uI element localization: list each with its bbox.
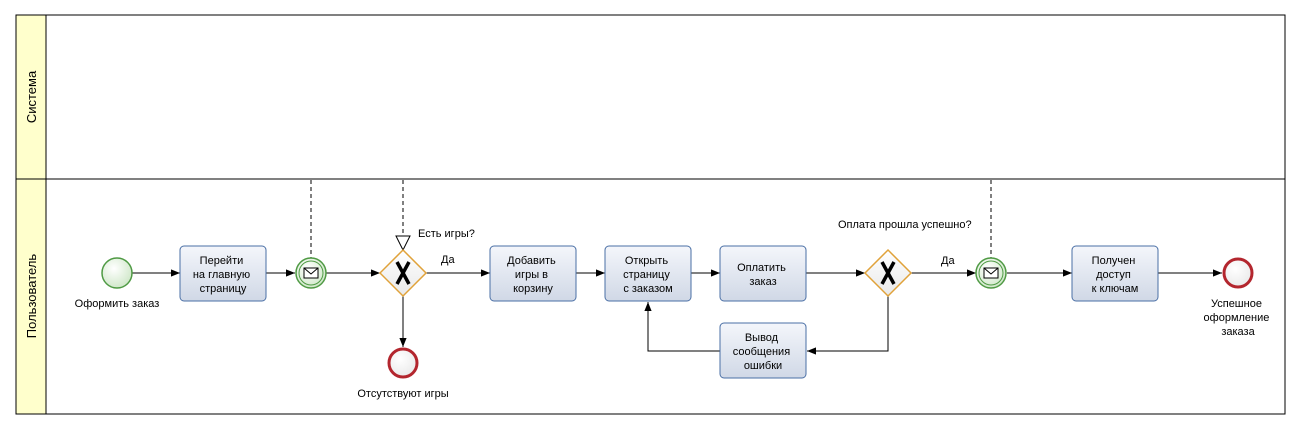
- task-line: корзину: [513, 283, 553, 295]
- task-open-order[interactable]: Открыть страницу с заказом: [604, 245, 692, 302]
- gateway-payment[interactable]: Оплата прошла успешно? Да: [838, 219, 972, 298]
- end-event-success[interactable]: Успешное оформление заказа: [1204, 257, 1273, 338]
- associations: [310, 180, 992, 258]
- lane-label-system: Система: [24, 70, 39, 123]
- svg-text:Вывод сообщения ош: Вывод сообщения ошибки: [733, 332, 793, 372]
- start-event[interactable]: Оформить заказ: [75, 257, 160, 310]
- task-line: Добавить: [507, 255, 556, 267]
- svg-text:Оплатить заказ: Оплатить заказ: [737, 262, 789, 288]
- end-event-success-line: заказа: [1221, 326, 1255, 338]
- task-line: на главную: [193, 269, 250, 281]
- task-error[interactable]: Вывод сообщения ошибки: [719, 322, 807, 379]
- exclusive-x-icon: [395, 261, 411, 285]
- task-line: к ключам: [1092, 283, 1139, 295]
- svg-text:Добавить игры в ко: Добавить игры в корзину: [507, 255, 559, 295]
- task-line: с заказом: [623, 283, 672, 295]
- task-line: ошибки: [744, 360, 782, 372]
- start-event-label: Оформить заказ: [75, 298, 160, 310]
- gateway-games-question: Есть игры?: [418, 228, 475, 240]
- end-event-success-line: оформление: [1204, 312, 1270, 324]
- end-event-no-games[interactable]: Отсутствуют игры: [357, 347, 449, 400]
- task-line: сообщения: [733, 346, 790, 358]
- svg-text:Открыть страницу с: Открыть страницу с заказом: [623, 255, 673, 295]
- annotation-pointer-icon: [395, 235, 411, 252]
- task-access[interactable]: Получен доступ к ключам: [1071, 245, 1159, 302]
- end-event-no-games-label: Отсутствуют игры: [357, 388, 448, 400]
- task-line: игры в: [515, 269, 548, 281]
- lane-label-user: Пользователь: [24, 254, 39, 339]
- task-add-cart[interactable]: Добавить игры в корзину: [489, 245, 577, 302]
- svg-text:Успешное оформление: Успешное оформление заказа: [1204, 298, 1273, 338]
- end-event-success-line: Успешное: [1211, 298, 1262, 310]
- task-line: заказ: [749, 276, 776, 288]
- pool: Система Пользователь: [15, 14, 1286, 415]
- message-event-2[interactable]: [975, 257, 1007, 289]
- envelope-icon: [303, 267, 319, 279]
- task-line: страницу: [200, 283, 247, 295]
- envelope-icon: [983, 267, 999, 279]
- task-go-main[interactable]: Перейти на главную страницу: [179, 245, 267, 302]
- gateway-games-yes: Да: [441, 254, 455, 266]
- gateway-games[interactable]: Есть игры? Да: [378, 228, 475, 298]
- lane-header-user: [15, 178, 47, 415]
- task-pay[interactable]: Оплатить заказ: [719, 245, 807, 302]
- task-line: Оплатить: [737, 262, 786, 274]
- task-line: Получен: [1092, 255, 1136, 267]
- svg-text:Перейти на главную: Перейти на главную страницу: [193, 255, 253, 295]
- sequence-flows: [132, 269, 1222, 355]
- lane-header-system: [15, 14, 47, 180]
- message-event-1[interactable]: [295, 257, 327, 289]
- task-line: страницу: [623, 269, 670, 281]
- exclusive-x-icon: [880, 261, 896, 285]
- task-line: Вывод: [745, 332, 779, 344]
- svg-text:Получен доступ к к: Получен доступ к ключам: [1092, 255, 1139, 295]
- task-line: доступ: [1096, 269, 1131, 281]
- task-line: Перейти: [200, 255, 244, 267]
- task-line: Открыть: [625, 255, 668, 267]
- gateway-payment-question: Оплата прошла успешно?: [838, 219, 972, 231]
- gateway-payment-yes: Да: [941, 255, 955, 267]
